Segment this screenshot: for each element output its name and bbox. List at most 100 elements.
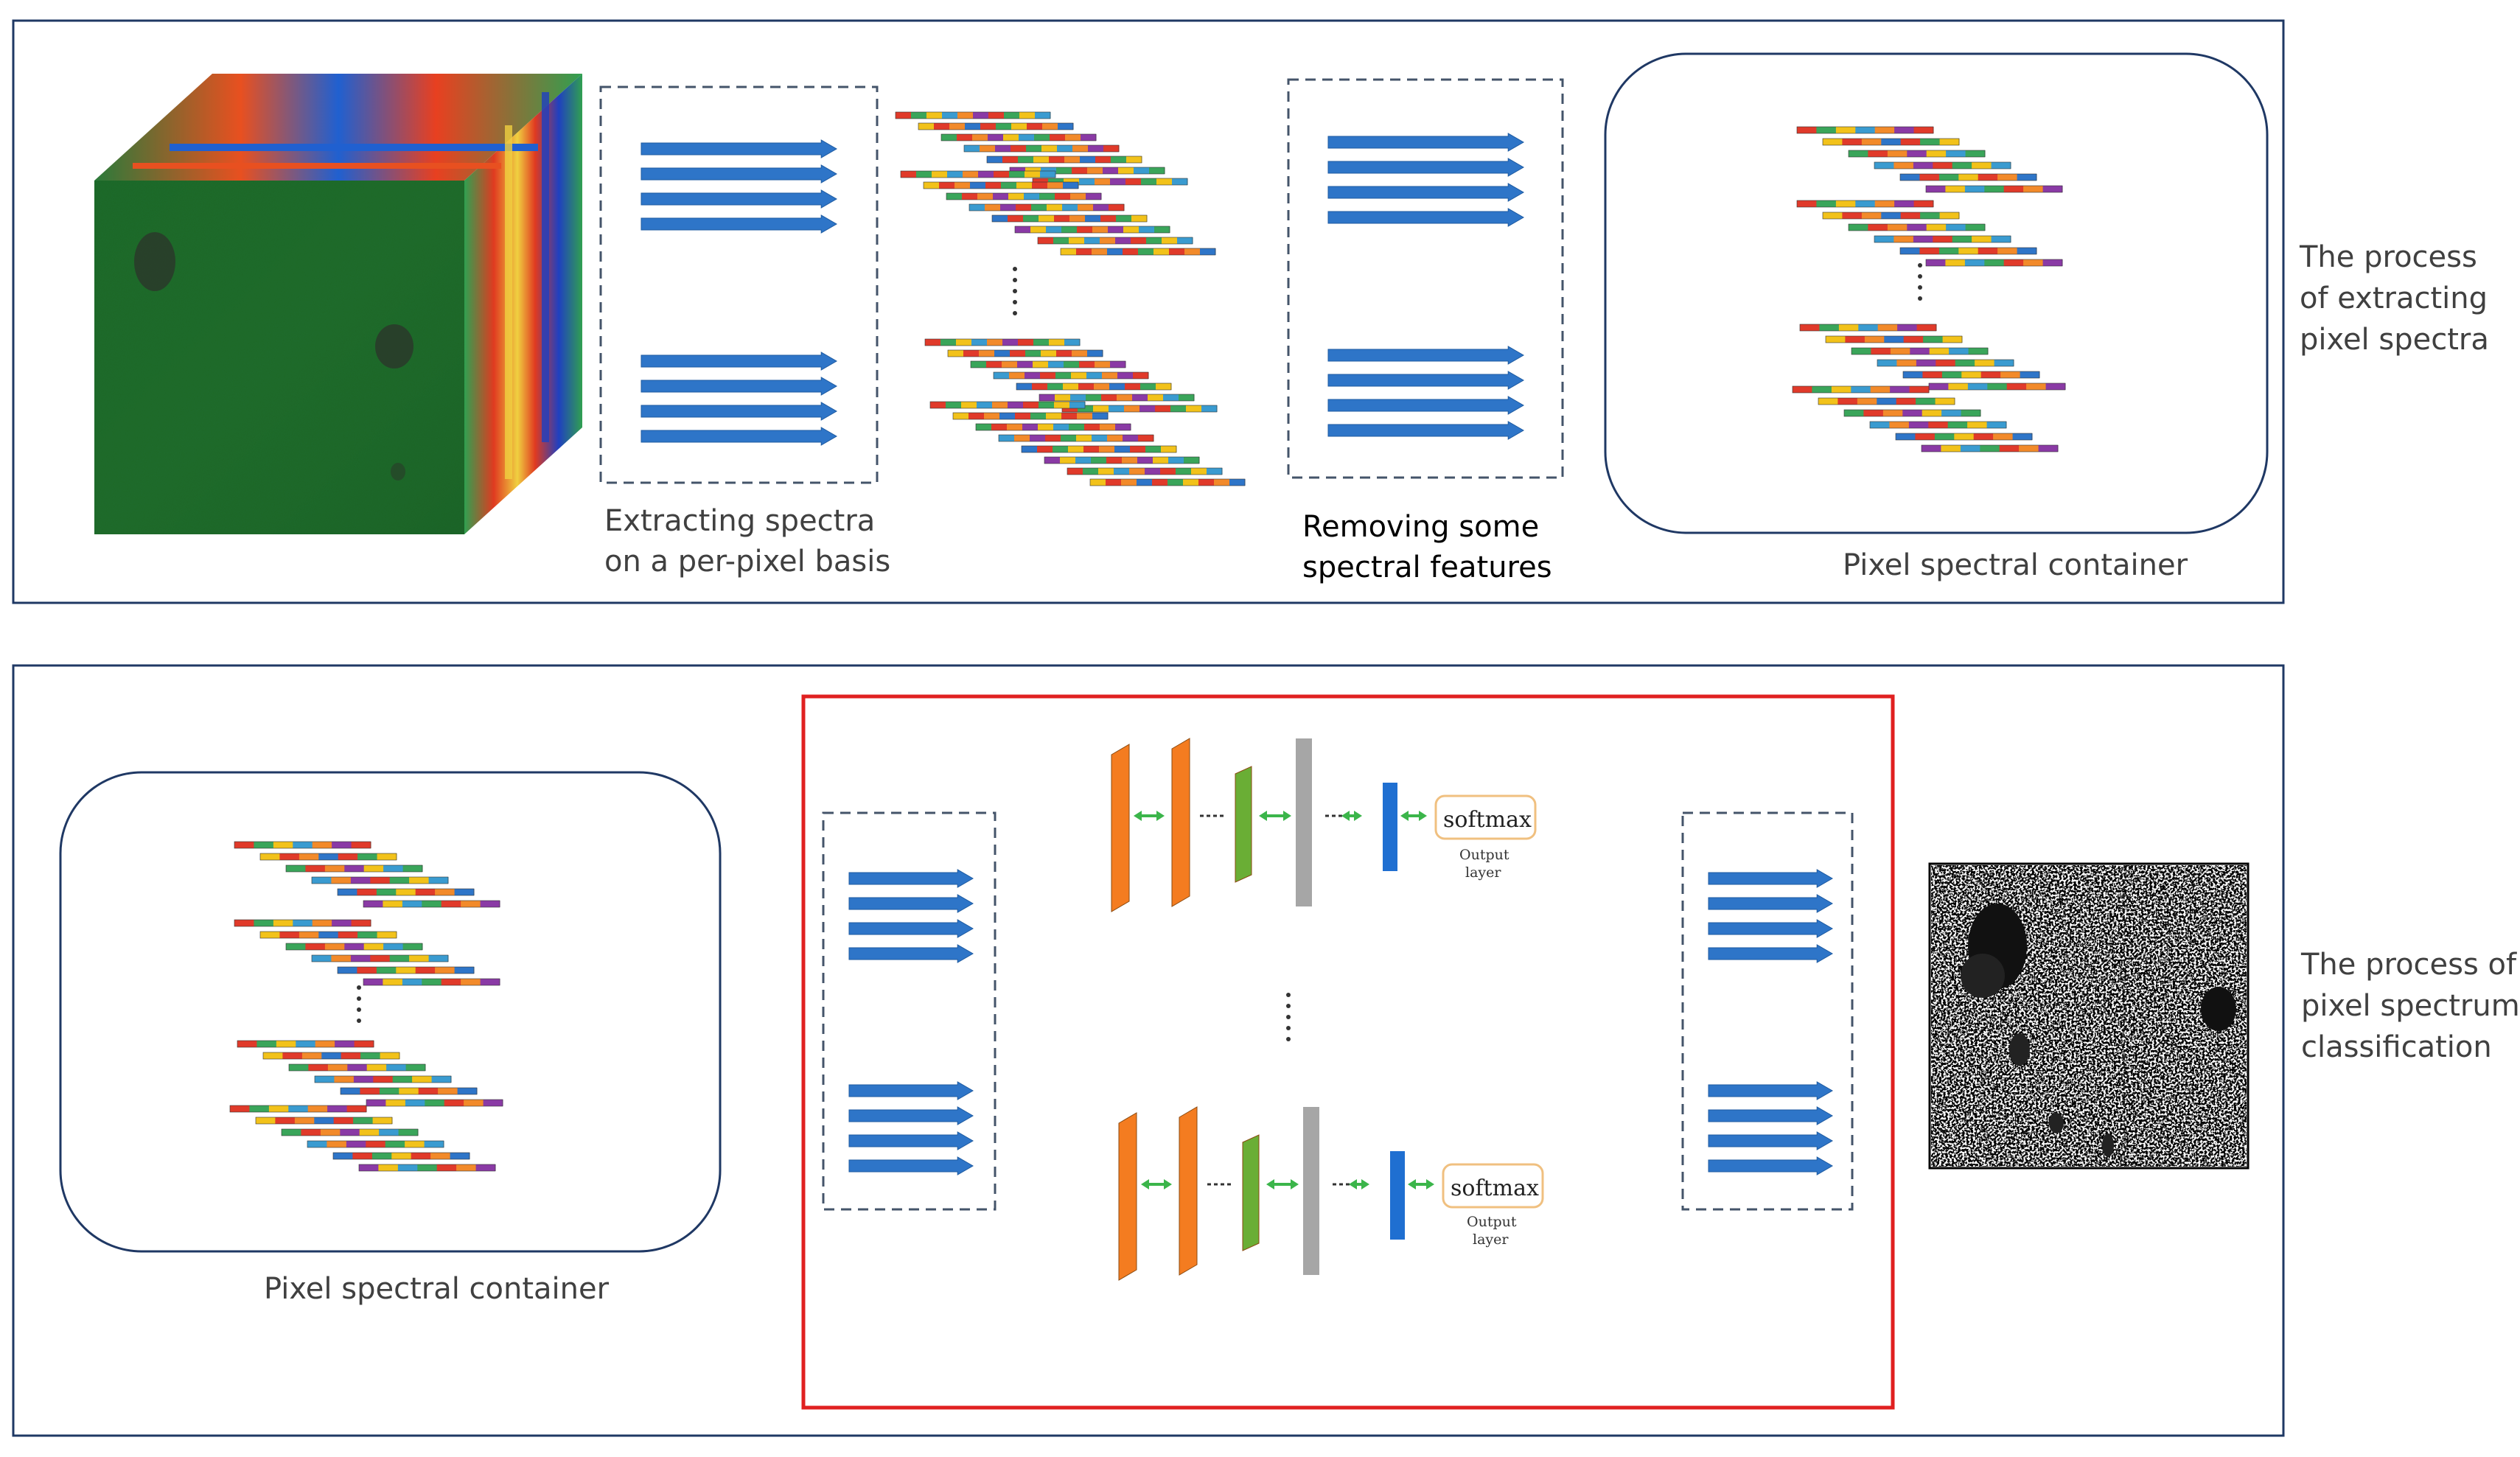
spectral-band <box>1122 457 1138 464</box>
spectral-band <box>1890 386 1910 393</box>
spectral-strip <box>281 1128 419 1136</box>
spectral-band <box>1975 360 1994 366</box>
spectral-band <box>925 339 941 346</box>
spectral-strip <box>1851 347 1989 355</box>
container-caption-top: Pixel spectral container <box>1843 548 2188 582</box>
spectral-band <box>1868 150 1888 157</box>
block-arrow <box>848 869 974 888</box>
spectral-strip <box>900 170 1056 178</box>
spectral-band <box>1079 178 1095 185</box>
spectral-band <box>1025 171 1041 178</box>
spectral-band <box>965 123 981 130</box>
spectral-band <box>971 339 988 346</box>
spectral-strip <box>993 371 1149 380</box>
extracted-spectra-stack <box>895 111 1246 486</box>
spectral-band <box>1033 339 1050 346</box>
spectral-band <box>924 182 940 189</box>
spectral-band <box>1972 236 1992 242</box>
spectral-band <box>1855 200 1876 207</box>
spectral-band <box>1907 224 1927 231</box>
spectral-band <box>273 920 293 926</box>
spectral-band <box>992 215 1008 222</box>
spectral-band <box>1922 371 1943 378</box>
spectral-band <box>1972 162 1992 169</box>
spectral-band <box>940 339 957 346</box>
spectral-band <box>1986 422 2007 428</box>
spectral-band <box>992 402 1008 408</box>
spectral-band <box>366 1064 387 1071</box>
spectral-band <box>1102 372 1118 379</box>
spectral-band <box>286 865 306 872</box>
connector-arrowhead-left <box>1349 1179 1357 1189</box>
connector-arrowhead-right <box>1164 1179 1172 1189</box>
spectral-band <box>999 435 1015 441</box>
spectral-band <box>341 1088 360 1094</box>
connector-arrowhead-left <box>1400 811 1409 821</box>
spectral-band <box>1060 457 1076 464</box>
vertical-ellipsis <box>1013 267 1017 315</box>
spectral-band <box>1010 167 1026 174</box>
spectral-band <box>288 1105 309 1112</box>
spectral-band <box>1115 237 1131 244</box>
spectral-band <box>1169 248 1185 255</box>
spectral-band <box>1110 178 1126 185</box>
spectral-band <box>953 413 969 419</box>
spectral-band <box>1058 123 1074 130</box>
spectral-band <box>230 1105 250 1112</box>
spectral-band <box>1032 182 1048 189</box>
remove-features-arrow-group <box>1327 133 1525 440</box>
spectral-band <box>441 979 461 985</box>
spectral-band <box>1882 410 1903 416</box>
spectral-band <box>1201 405 1218 412</box>
spectral-band <box>397 1164 418 1171</box>
spectral-band <box>1938 174 1959 181</box>
fully-connected-layer <box>1303 1107 1319 1275</box>
spectral-band <box>1031 204 1047 211</box>
spectral-band <box>344 943 365 950</box>
spectral-band <box>1894 200 1914 207</box>
spectral-band <box>268 1105 289 1112</box>
spectral-band <box>1109 405 1125 412</box>
spectral-band <box>383 865 403 872</box>
spectral-band <box>1041 350 1057 357</box>
spectral-strip <box>1060 248 1216 256</box>
spectral-band <box>1156 178 1173 185</box>
spectral-band <box>1863 410 1884 416</box>
connector-arrowhead-left <box>1141 1179 1149 1189</box>
spectral-band <box>932 171 948 178</box>
spectral-band <box>279 853 300 860</box>
spectral-band <box>411 1153 431 1159</box>
spectral-strip <box>1877 359 2014 367</box>
spectral-band <box>1163 394 1179 401</box>
spectral-band <box>363 865 384 872</box>
spectral-band <box>353 1076 374 1083</box>
spectral-band <box>377 853 397 860</box>
ellipsis-dot <box>1332 814 1336 817</box>
spectral-band <box>1941 371 1962 378</box>
spectral-band <box>1009 171 1025 178</box>
spectral-band <box>976 424 992 430</box>
spectral-band <box>286 943 306 950</box>
spectral-band <box>256 1117 276 1124</box>
spectral-band <box>1098 468 1114 475</box>
spectral-band <box>424 1141 444 1147</box>
input-arrow-group <box>848 869 974 1175</box>
spectral-band <box>1800 324 1820 331</box>
spectral-band <box>366 1100 386 1106</box>
spectral-strip <box>1902 371 2040 379</box>
spectral-band <box>1145 446 1162 453</box>
block-arrow <box>1327 133 1525 152</box>
spectral-band <box>1093 405 1109 412</box>
spectral-band <box>2020 371 2040 378</box>
spectral-band <box>2006 383 2027 390</box>
spectral-band <box>1214 479 1230 486</box>
spectral-band <box>389 877 410 884</box>
spectral-band <box>1999 445 2020 452</box>
spectral-band <box>327 1105 347 1112</box>
spectral-band <box>1053 446 1069 453</box>
spectral-strip <box>311 876 449 884</box>
spectral-band <box>1087 167 1103 174</box>
block-arrow <box>1708 1156 1834 1175</box>
spectral-band <box>1952 162 1972 169</box>
spectral-band <box>1065 134 1081 141</box>
